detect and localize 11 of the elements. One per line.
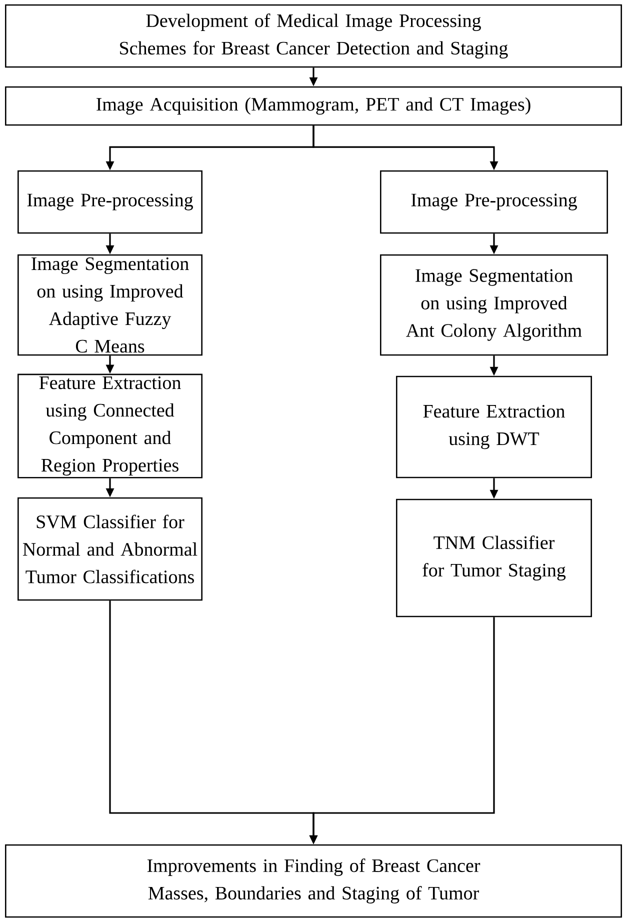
process-box: Feature Extraction using Connected Component and Region Properties	[18, 374, 202, 478]
process-box: TNM Classifier for Tumor Staging	[396, 498, 592, 618]
process-box: Feature Extraction using DWT	[396, 376, 592, 478]
process-box: Image Segmentation on using Improved Adaptive Fuzzy C Means	[18, 254, 202, 356]
process-box: Image Pre-processing	[380, 170, 608, 234]
process-box: SVM Classifier for Normal and Abnormal Tumor Classifications	[18, 497, 202, 601]
process-box: Improvements in Finding of Breast Cancer Masses, Boundaries and Staging of Tumor	[5, 844, 622, 918]
process-box: Development of Medical Image Processing Schemes for Breast Cancer Detection and Staging	[5, 4, 622, 68]
process-box: Image Pre-processing	[18, 170, 202, 234]
process-box: Image Segmentation on using Improved Ant Colony Algorithm	[380, 254, 608, 356]
process-box: Image Acquisition (Mammogram, PET and CT Images)	[5, 86, 622, 126]
